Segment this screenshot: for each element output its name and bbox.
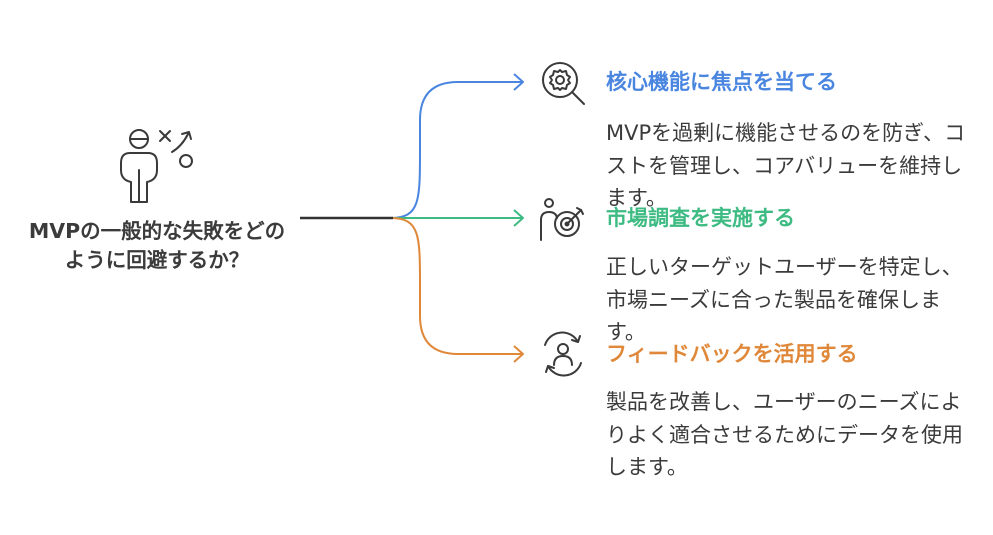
arrowhead-orange [513, 345, 524, 363]
branch-title-feedback: フィードバックを活用する [606, 342, 858, 366]
arrowhead-blue [513, 73, 524, 91]
branch-title-market-research: 市場調査を実施する [606, 206, 795, 230]
branch-desc-feedback: 製品を改善し、ユーザーのニーズによりよく適合させるためにデータを使用します。 [606, 390, 963, 479]
target-person-icon [540, 198, 584, 241]
branch-desc-focus-core: MVPを過剰に機能させるのを防ぎ、コストを管理し、コアバリューを維持します。 [606, 121, 966, 210]
root-question: MVPの一般的な失敗をどのように回避するか？ [28, 219, 286, 272]
branch-desc-market-research: 正しいターゲットユーザーを特定し、市場ニーズに合った製品を確保します。 [606, 255, 963, 344]
feedback-cycle-icon [544, 331, 582, 377]
arrowhead-green [513, 209, 524, 227]
connector-orange [390, 217, 523, 355]
connector-blue [390, 81, 523, 219]
strategy-person-icon [120, 129, 193, 203]
branch-title-focus-core: 核心機能に焦点を当てる [606, 70, 837, 94]
gear-search-icon [542, 62, 585, 105]
